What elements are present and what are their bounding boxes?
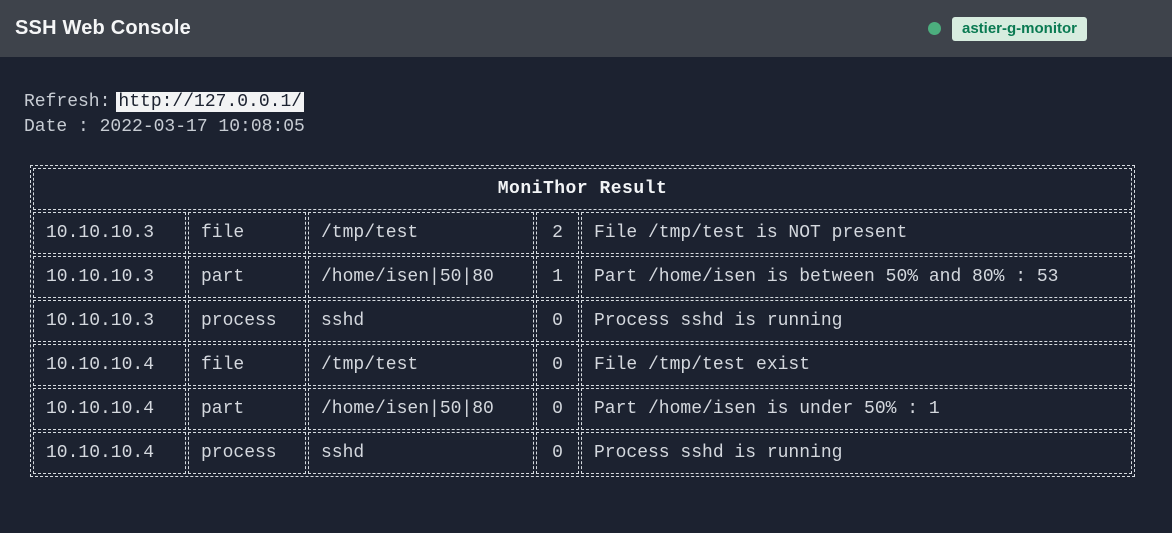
cell-message: Process sshd is running	[581, 432, 1132, 474]
cell-status-code: 2	[536, 212, 579, 254]
cell-host: 10.10.10.4	[33, 344, 186, 386]
cell-target: sshd	[308, 300, 534, 342]
cell-check-type: part	[188, 256, 306, 298]
cell-check-type: file	[188, 344, 306, 386]
cell-host: 10.10.10.4	[33, 432, 186, 474]
cell-status-code: 0	[536, 344, 579, 386]
host-status-badge: astier-g-monitor	[951, 16, 1087, 41]
table-title: MoniThor Result	[33, 168, 1132, 210]
cell-target: /home/isen|50|80	[308, 388, 534, 430]
cell-target: sshd	[308, 432, 534, 474]
cell-target: /home/isen|50|80	[308, 256, 534, 298]
cell-status-code: 0	[536, 388, 579, 430]
cell-host: 10.10.10.4	[33, 388, 186, 430]
cell-host: 10.10.10.3	[33, 300, 186, 342]
cell-status-code: 0	[536, 300, 579, 342]
refresh-url-link[interactable]: http://127.0.0.1/	[116, 92, 305, 112]
cell-check-type: part	[188, 388, 306, 430]
date-line: Date : 2022-03-17 10:08:05	[24, 117, 305, 137]
table-title-row: MoniThor Result	[33, 168, 1132, 210]
main-content: Refresh:http://127.0.0.1/ Date : 2022-03…	[0, 90, 1172, 477]
cell-check-type: process	[188, 300, 306, 342]
cell-status-code: 0	[536, 432, 579, 474]
cell-check-type: process	[188, 432, 306, 474]
cell-message: File /tmp/test is NOT present	[581, 212, 1132, 254]
cell-message: Part /home/isen is between 50% and 80% :…	[581, 256, 1132, 298]
refresh-line: Refresh:http://127.0.0.1/	[24, 90, 1172, 114]
cell-target: /tmp/test	[308, 344, 534, 386]
cell-status-code: 1	[536, 256, 579, 298]
app-title: SSH Web Console	[15, 17, 191, 39]
info-block: Refresh:http://127.0.0.1/ Date : 2022-03…	[24, 90, 1172, 139]
host-status-group: astier-g-monitor	[927, 16, 1087, 41]
refresh-label: Refresh:	[24, 92, 111, 112]
cell-message: File /tmp/test exist	[581, 344, 1132, 386]
top-bar: SSH Web Console astier-g-monitor	[0, 0, 1172, 57]
cell-host: 10.10.10.3	[33, 256, 186, 298]
cell-check-type: file	[188, 212, 306, 254]
cell-target: /tmp/test	[308, 212, 534, 254]
status-dot-icon	[927, 22, 941, 35]
cell-host: 10.10.10.3	[33, 212, 186, 254]
cell-message: Part /home/isen is under 50% : 1	[581, 388, 1132, 430]
cell-message: Process sshd is running	[581, 300, 1132, 342]
